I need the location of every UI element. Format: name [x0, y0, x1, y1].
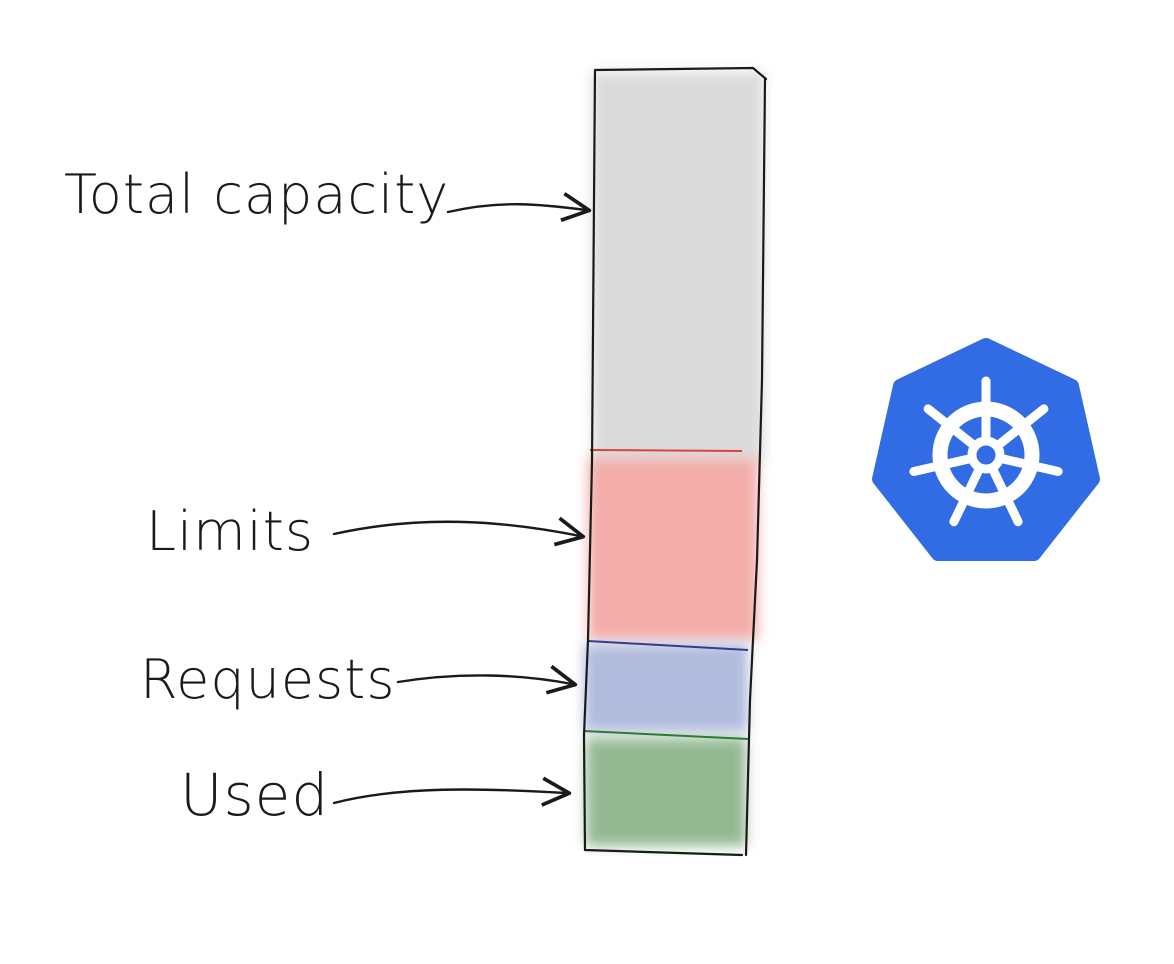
bar-outline [582, 66, 768, 857]
limits-arrow [332, 516, 586, 547]
used-segment [586, 738, 746, 846]
total-capacity-label: Total capacity [64, 163, 449, 226]
requests-boundary-line [587, 640, 749, 651]
kubernetes-logo [872, 338, 1100, 561]
requests-label: Requests [140, 648, 395, 711]
used-arrow [332, 776, 572, 807]
used-label: Used [180, 761, 329, 829]
hub-dot [980, 449, 992, 461]
total-capacity-segment [592, 72, 764, 462]
helm-wheel-icon [909, 376, 1063, 527]
requests-arrow [396, 664, 578, 695]
used-boundary-line [583, 730, 749, 740]
capacity-bar [582, 66, 768, 857]
requests-segment [584, 644, 748, 732]
total-capacity-arrow [446, 192, 592, 223]
limits-segment [588, 458, 758, 640]
limits-label: Limits [146, 500, 314, 563]
limits-boundary-line [589, 449, 743, 452]
